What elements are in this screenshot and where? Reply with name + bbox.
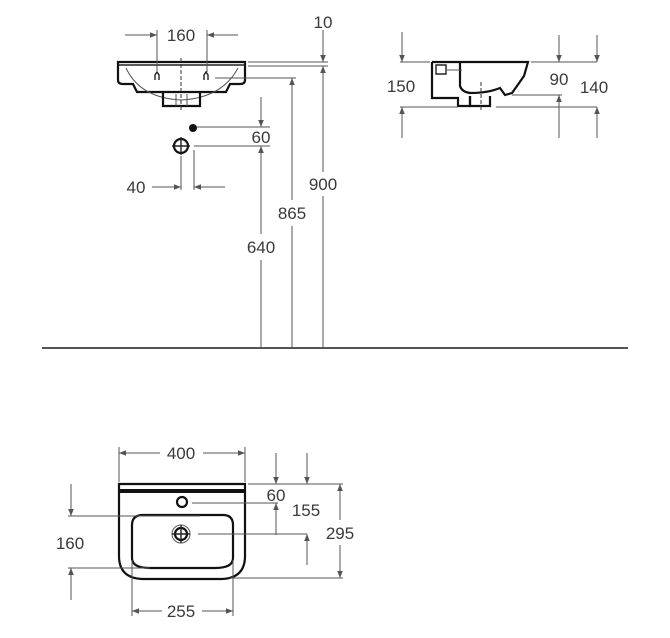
front-view-dimensions [125,30,328,348]
dim-tap-hole-depth: 60 [267,486,286,505]
dim-rim-height: 900 [309,175,337,194]
dim-bowl-depth: 160 [56,534,84,553]
dim-width: 400 [167,444,195,463]
dim-total-height: 150 [387,77,415,96]
top-view-dimensions [68,447,343,616]
side-view-dimensions [399,32,600,138]
dim-trap-offset: 40 [127,178,146,197]
dim-tap-spacing: 160 [167,26,195,45]
dim-rim-thickness: 10 [314,13,333,32]
front-view-basin [116,58,247,155]
side-view-basin [430,60,530,112]
dim-drain-depth: 155 [292,501,320,520]
dim-bowl-width: 255 [167,602,195,621]
dim-basin-height: 865 [278,204,306,223]
dim-trap-height: 640 [247,238,275,257]
dim-body-height: 140 [580,78,608,97]
dim-hole-offset: 60 [252,128,271,147]
dim-bowl-depth-side: 90 [550,70,569,89]
top-view-basin [117,482,247,581]
dim-total-depth: 295 [326,524,354,543]
